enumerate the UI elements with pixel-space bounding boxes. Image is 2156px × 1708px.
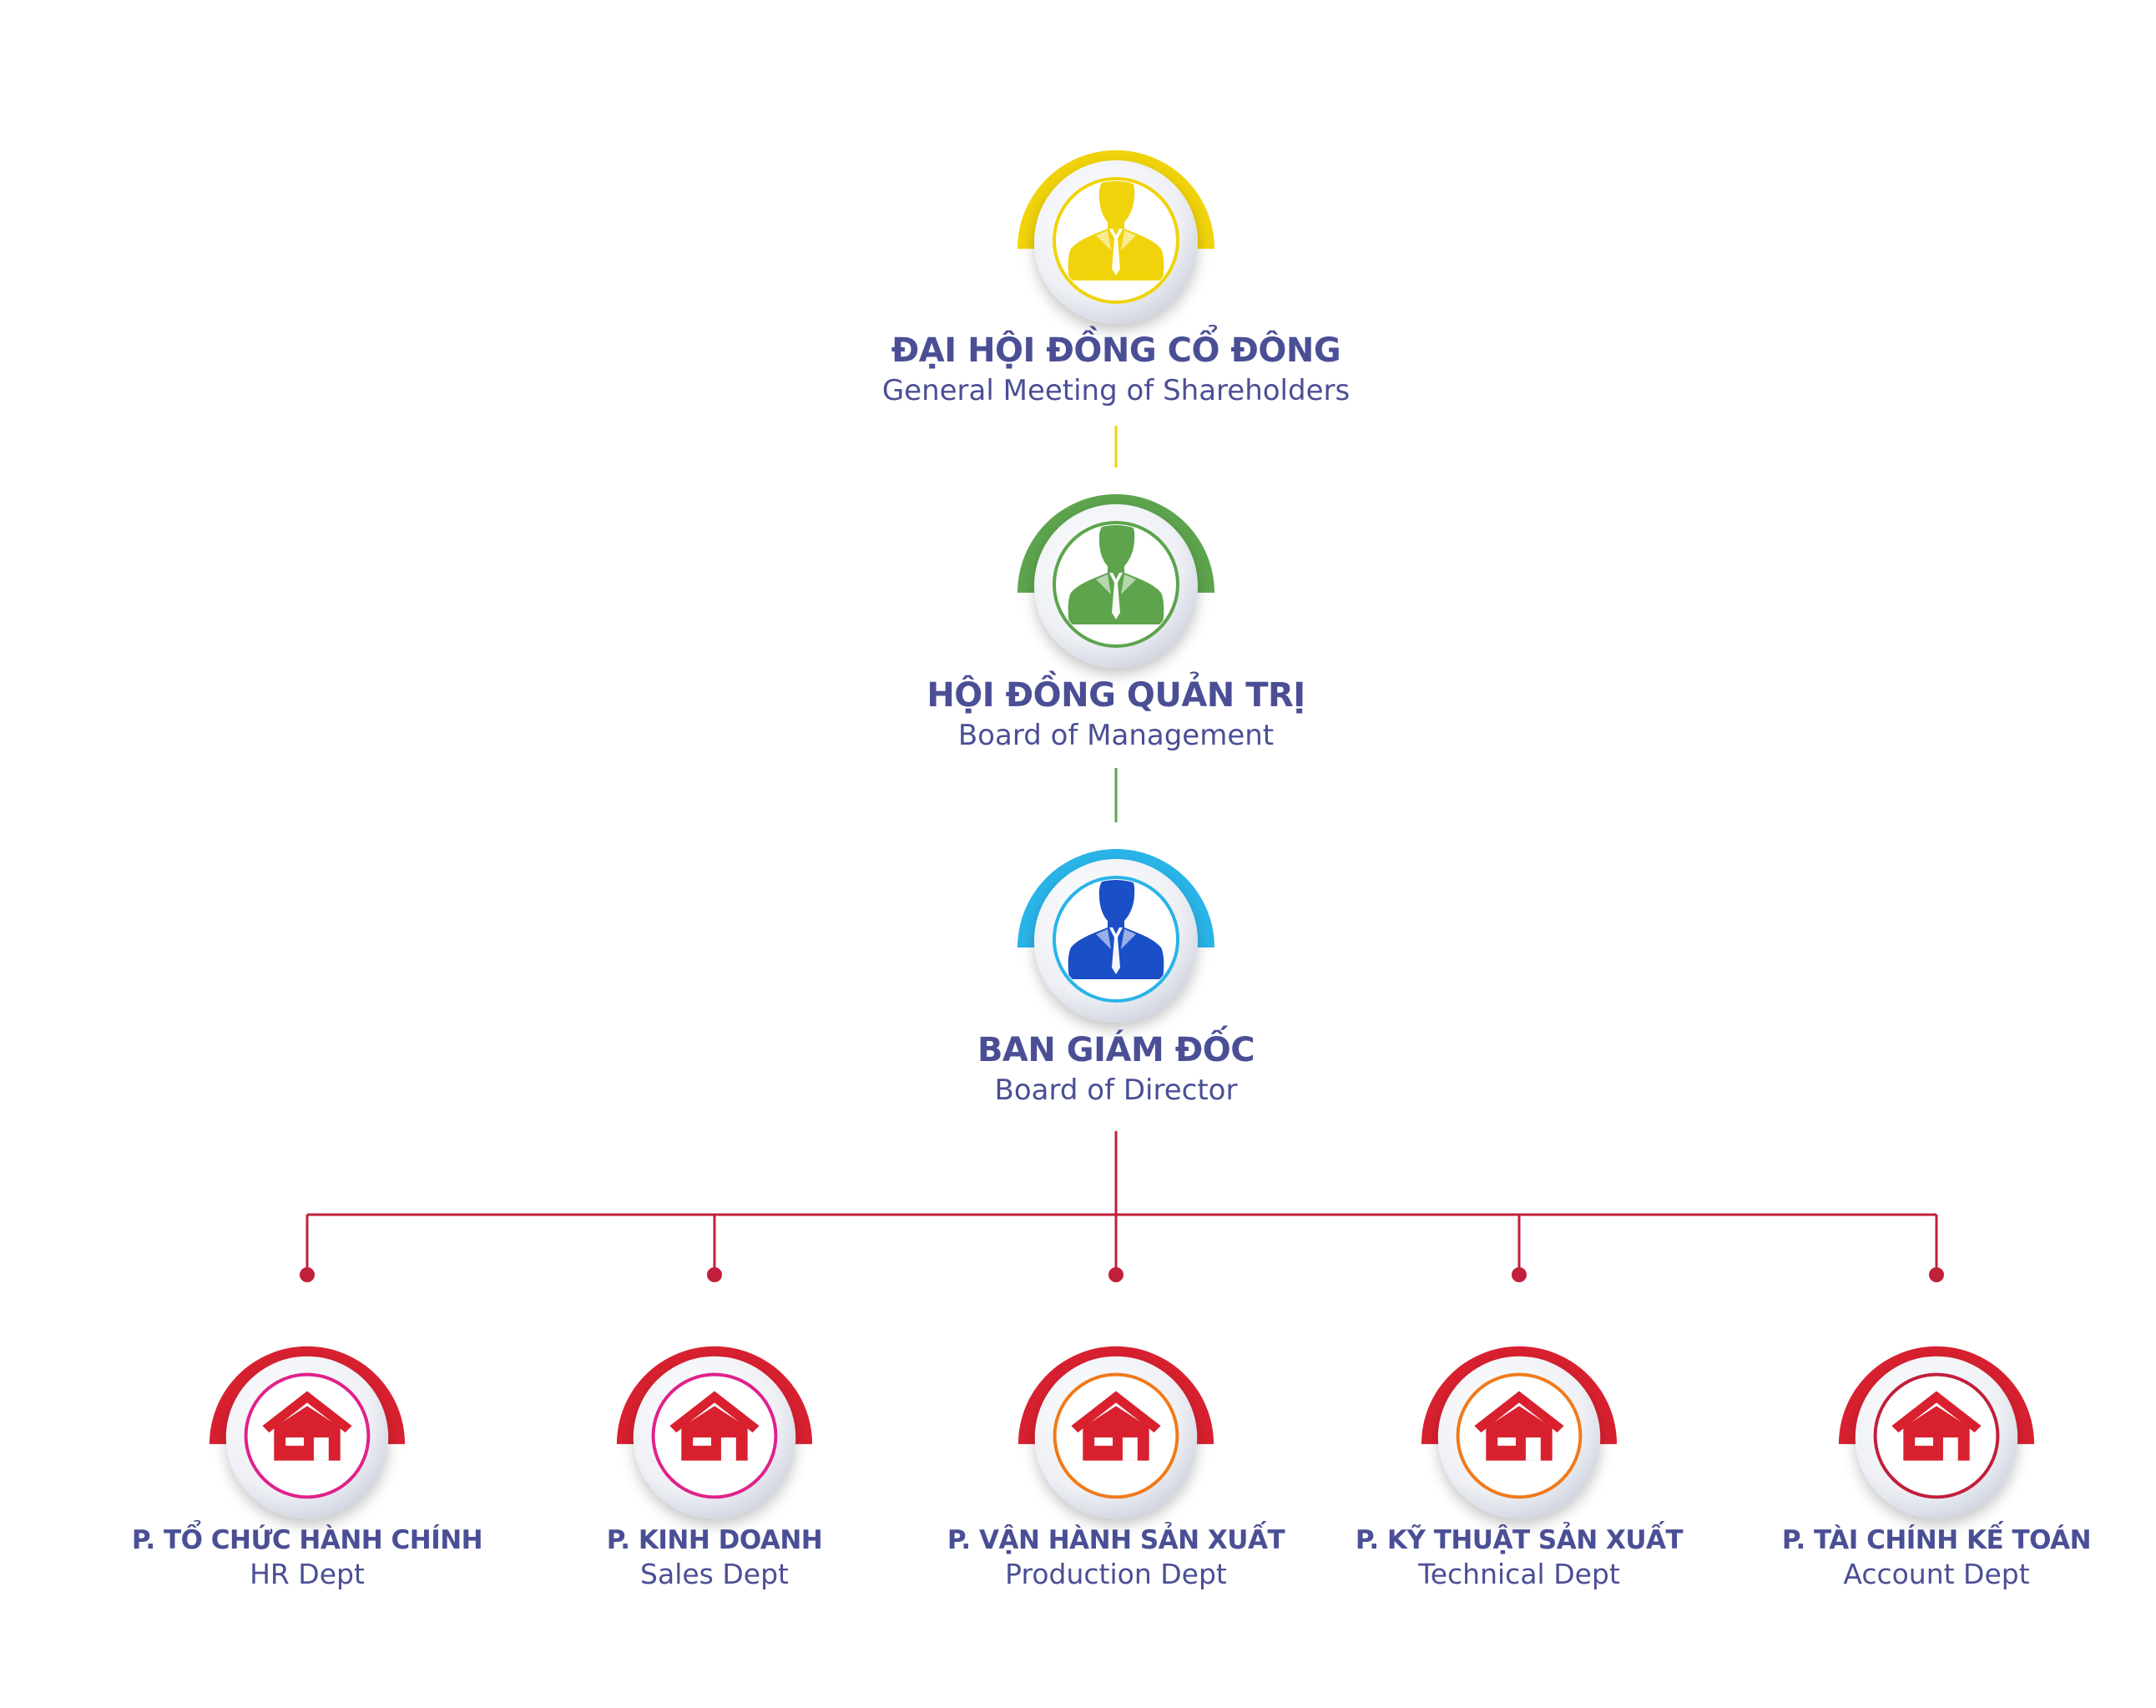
connector-dot-hr: [300, 1267, 315, 1282]
dept-subtitle: HR Dept: [250, 1558, 365, 1590]
cap-arc: [1017, 1346, 1214, 1444]
cap-arc: [1017, 494, 1214, 593]
dept-subtitle: Technical Dept: [1418, 1558, 1620, 1590]
house-icon: [1071, 1391, 1161, 1461]
node-hr: [204, 1324, 411, 1531]
cap-arc: [616, 1346, 813, 1444]
node-subtitle: Board of Management: [957, 719, 1275, 752]
connector-dot-sales: [707, 1267, 722, 1282]
dept-subtitle: Account Dept: [1843, 1558, 2030, 1590]
label-shareholders: ĐẠI HỘI ĐỒNG CỔ ĐÔNG General Meeting of S…: [882, 330, 1350, 410]
house-icon: [1891, 1391, 1982, 1461]
person-icon: [1068, 525, 1164, 624]
person-icon: [1068, 880, 1164, 979]
house-icon: [669, 1391, 760, 1461]
node-subtitle: General Meeting of Shareholders: [881, 374, 1351, 407]
house-icon: [1474, 1391, 1564, 1461]
cap-arc: [1017, 849, 1214, 947]
dept-subtitle: Sales Dept: [640, 1558, 789, 1590]
dept-title: P. VẬN HÀNH SẢN XUẤT: [947, 1525, 1285, 1555]
dept-title: P. TỔ CHỨC HÀNH CHÍNH: [131, 1525, 483, 1555]
cap-arc: [1838, 1346, 2035, 1444]
connector-dot-account: [1929, 1267, 1944, 1282]
node-title: ĐẠI HỘI ĐỒNG CỔ ĐÔNG: [891, 331, 1341, 370]
node-account: [1833, 1324, 2040, 1531]
dept-subtitle: Production Dept: [1005, 1558, 1227, 1590]
node-subtitle: Board of Director: [994, 1074, 1238, 1107]
dept-title: P. KỸ THUẬT SẢN XUẤT: [1355, 1525, 1684, 1555]
label-director: BAN GIÁM ĐỐC Board of Director: [977, 1029, 1255, 1109]
house-icon: [262, 1391, 352, 1461]
node-director: [1012, 826, 1220, 1035]
node-production: [1012, 1324, 1219, 1531]
person-icon: [1068, 181, 1164, 280]
cap-arc: [1421, 1346, 1618, 1444]
dept-title: P. KINH DOANH: [606, 1525, 823, 1555]
node-title: BAN GIÁM ĐỐC: [977, 1031, 1255, 1069]
node-management: [1012, 472, 1220, 680]
node-technical: [1416, 1324, 1623, 1531]
dept-title: P. TÀI CHÍNH KẾ TOÁN: [1781, 1525, 2092, 1555]
node-title: HỘI ĐỒNG QUẢN TRỊ: [927, 676, 1305, 715]
cap-arc: [1017, 150, 1214, 249]
node-shareholders: [1012, 128, 1220, 336]
cap-arc: [209, 1346, 406, 1444]
label-management: HỘI ĐỒNG QUẢN TRỊ Board of Management: [927, 675, 1305, 755]
connector-dot-technical: [1512, 1267, 1527, 1282]
connector-dot-production: [1108, 1267, 1123, 1282]
node-sales: [611, 1324, 818, 1531]
